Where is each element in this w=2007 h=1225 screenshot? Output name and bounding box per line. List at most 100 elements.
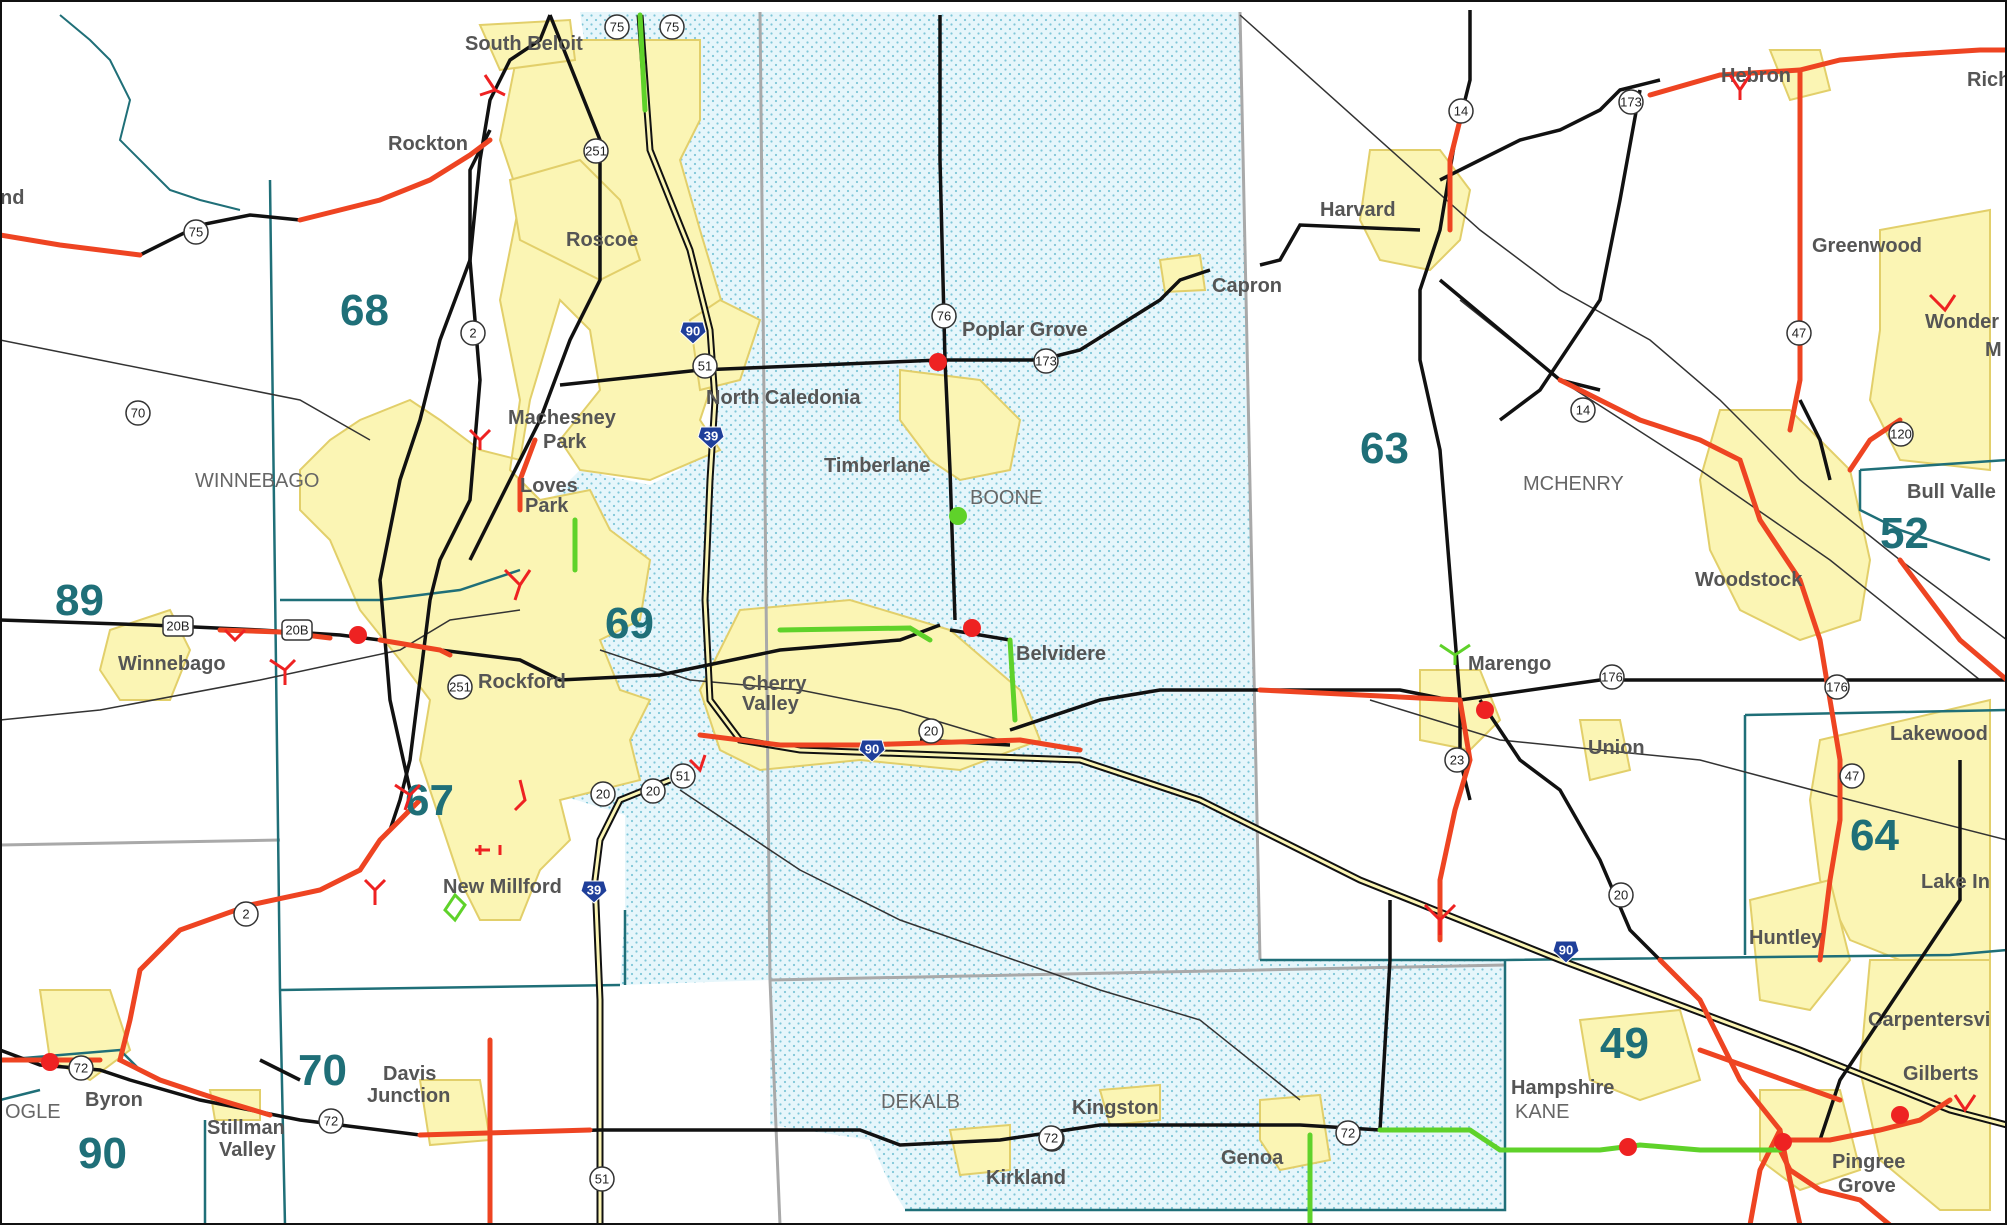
county-boone: BOONE — [970, 487, 1042, 509]
place-davis-junction: Junction — [367, 1085, 450, 1107]
svg-text:72: 72 — [74, 1061, 88, 1076]
svg-text:72: 72 — [1044, 1131, 1058, 1146]
urban-capron — [1158, 253, 1207, 294]
place-woodstock: Woodstock — [1695, 569, 1803, 591]
route-shield: 70 — [125, 400, 151, 426]
place-stillman-valley: Valley — [219, 1139, 277, 1161]
place-rockton: Rockton — [388, 133, 468, 155]
urban-hampshire — [1578, 1008, 1702, 1102]
svg-text:47: 47 — [1792, 326, 1806, 341]
place-m: M — [1985, 339, 2002, 361]
svg-text:23: 23 — [1450, 753, 1464, 768]
place-cherry-valley: Valley — [742, 693, 800, 715]
route-shield: 76 — [931, 303, 957, 329]
urban-timberlane — [899, 368, 1022, 482]
county-lines — [0, 11, 1506, 1225]
interstate-shield: 90 — [858, 739, 886, 763]
route-shield: 23 — [1444, 747, 1470, 773]
svg-text:176: 176 — [1826, 680, 1848, 695]
svg-text:47: 47 — [1845, 769, 1859, 784]
place-byron: Byron — [85, 1089, 143, 1111]
svg-text:2: 2 — [242, 907, 249, 922]
place-pingree-grove: Grove — [1838, 1175, 1896, 1197]
district-90: 90 — [78, 1129, 127, 1178]
route-shield: 75 — [604, 14, 630, 40]
district-68: 68 — [340, 286, 389, 335]
county-labels: WINNEBAGO BOONE MCHENRY DEKALB KANE OGLE — [5, 470, 1624, 1123]
interstate-shields: 90 39 90 39 90 — [580, 321, 1580, 964]
place-hebron: Hebron — [1721, 65, 1791, 87]
district-70: 70 — [298, 1046, 347, 1095]
svg-text:20B: 20B — [166, 619, 189, 634]
route-shield: 173 — [1618, 89, 1644, 115]
county-dekalb: DEKALB — [881, 1091, 960, 1113]
place-kingston: Kingston — [1072, 1097, 1159, 1119]
place-winnebago: Winnebago — [118, 653, 226, 675]
route-shield: 20 — [590, 781, 616, 807]
route-shield: 72 — [318, 1108, 344, 1134]
district-49: 49 — [1600, 1019, 1649, 1068]
district-52: 52 — [1880, 509, 1929, 558]
place-belvidere: Belvidere — [1016, 643, 1106, 665]
place-hampshire: Hampshire — [1511, 1077, 1614, 1099]
place-rich: Rich — [1967, 69, 2007, 91]
svg-text:90: 90 — [1559, 943, 1573, 958]
district-89: 89 — [55, 576, 104, 625]
place-north-caledonia: North Caledonia — [706, 387, 861, 409]
route-shield: 14 — [1570, 397, 1596, 423]
urban-kirkland — [948, 1123, 1011, 1177]
route-shield: 120 — [1888, 421, 1914, 447]
project-markers — [41, 74, 1977, 1156]
route-shield: 72 — [1038, 1125, 1064, 1151]
svg-text:20B: 20B — [285, 623, 308, 638]
svg-text:70: 70 — [131, 406, 145, 421]
route-shield: 14 — [1448, 98, 1474, 124]
place-wonder: Wonder — [1925, 311, 1999, 333]
route-shield: 75 — [659, 14, 685, 40]
route-shield: 20 — [1608, 882, 1634, 908]
state-route-shields: 75 75 75 251 2 70 51 76 173 20 20 72 72 … — [68, 14, 1914, 1192]
svg-text:72: 72 — [1341, 1126, 1355, 1141]
svg-text:75: 75 — [665, 20, 679, 35]
place-edge-nd: nd — [0, 187, 24, 209]
svg-text:173: 173 — [1620, 95, 1642, 110]
route-shield: 51 — [589, 1166, 615, 1192]
svg-text:251: 251 — [449, 680, 471, 695]
place-gilberts: Gilberts — [1903, 1063, 1979, 1085]
route-shield: 2 — [460, 320, 486, 346]
svg-text:20: 20 — [1614, 888, 1628, 903]
svg-text:20: 20 — [596, 787, 610, 802]
svg-text:2: 2 — [469, 326, 476, 341]
red-dot-marker — [963, 619, 981, 637]
place-labels: South Beloit Rockton Roscoe Machesney Pa… — [0, 33, 2007, 1197]
urban-east — [1868, 208, 1991, 472]
place-kirkland: Kirkland — [986, 1167, 1066, 1189]
place-loves: Loves — [520, 475, 578, 497]
svg-text:39: 39 — [704, 429, 718, 444]
svg-text:76: 76 — [937, 309, 951, 324]
place-genoa: Genoa — [1221, 1147, 1284, 1169]
place-greenwood: Greenwood — [1812, 235, 1922, 257]
svg-text:20: 20 — [924, 724, 938, 739]
route-shield: 176 — [1824, 674, 1850, 700]
river — [59, 14, 241, 211]
red-highways — [0, 47, 2007, 1225]
place-timberlane: Timberlane — [824, 455, 930, 477]
place-machesney-park: Park — [543, 431, 587, 453]
red-dot-marker — [929, 353, 947, 371]
urban-belvidere — [698, 598, 1042, 772]
place-lakewood: Lakewood — [1890, 723, 1988, 745]
red-dot-marker — [1774, 1133, 1792, 1151]
svg-text:176: 176 — [1601, 670, 1623, 685]
place-carpentersville: Carpentersvi — [1868, 1009, 1990, 1031]
svg-text:39: 39 — [587, 883, 601, 898]
place-capron: Capron — [1212, 275, 1282, 297]
place-davis: Davis — [383, 1063, 436, 1085]
place-rockford: Rockford — [478, 671, 566, 693]
route-shield: 75 — [183, 219, 209, 245]
district-67: 67 — [405, 776, 454, 825]
route-shield: 20 — [640, 778, 666, 804]
red-dot-marker — [41, 1053, 59, 1071]
